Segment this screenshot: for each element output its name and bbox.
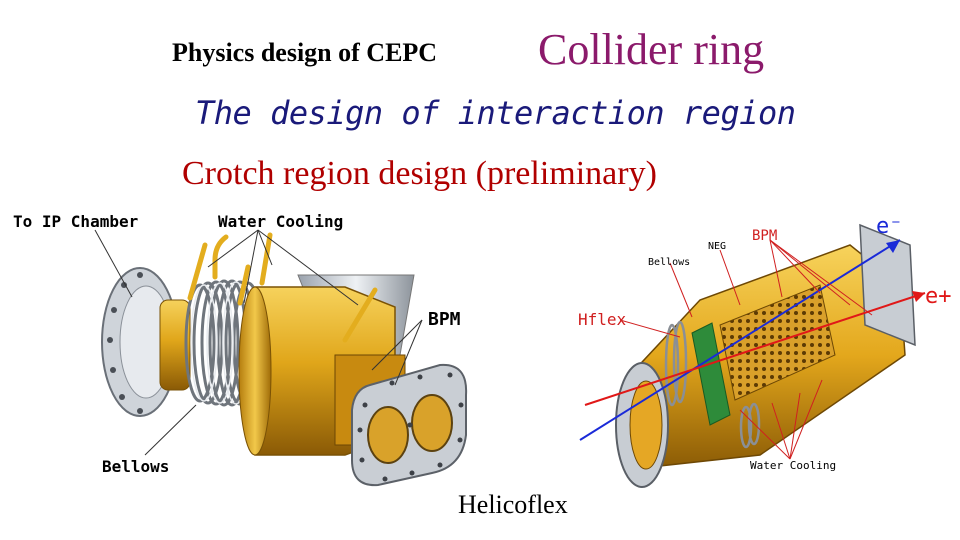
label-neg: NEG — [708, 241, 726, 252]
label-bpm-right: BPM — [752, 228, 777, 244]
label-hflex: Hflex — [578, 310, 627, 329]
label-bpm: BPM — [428, 309, 461, 330]
e-plus-arrow — [912, 291, 925, 302]
water-cooling-pipes — [187, 232, 378, 343]
label-e-plus: e+ — [925, 284, 952, 309]
bpm-flange — [351, 363, 468, 487]
label-to-ip-chamber: To IP Chamber — [13, 212, 138, 231]
heading: Crotch region design (preliminary) — [182, 155, 657, 192]
section-title: Collider ring — [538, 25, 765, 74]
leader-lines — [94, 229, 423, 456]
e-minus-beam — [579, 239, 901, 441]
e-minus-arrow — [886, 240, 900, 253]
red-leaders — [619, 239, 873, 460]
label-water-cooling-right: Water Cooling — [750, 459, 836, 472]
ip-flange — [101, 267, 179, 417]
cutaway-figure: e⁻ e+ Bellows NEG BPM Hflex Water Coolin… — [578, 214, 952, 488]
label-bellows-right: Bellows — [648, 257, 690, 268]
e-plus-beam — [584, 292, 926, 406]
crotch-assembly-figure: To IP Chamber Water Cooling BPM Bellows — [13, 212, 468, 487]
label-e-minus: e⁻ — [876, 214, 903, 239]
caption: Helicoflex — [458, 490, 568, 519]
subtitle: The design of interaction region — [195, 94, 796, 132]
label-bellows: Bellows — [102, 457, 169, 476]
physics-label: Physics design of CEPC — [172, 38, 438, 67]
label-water-cooling: Water Cooling — [218, 212, 343, 231]
